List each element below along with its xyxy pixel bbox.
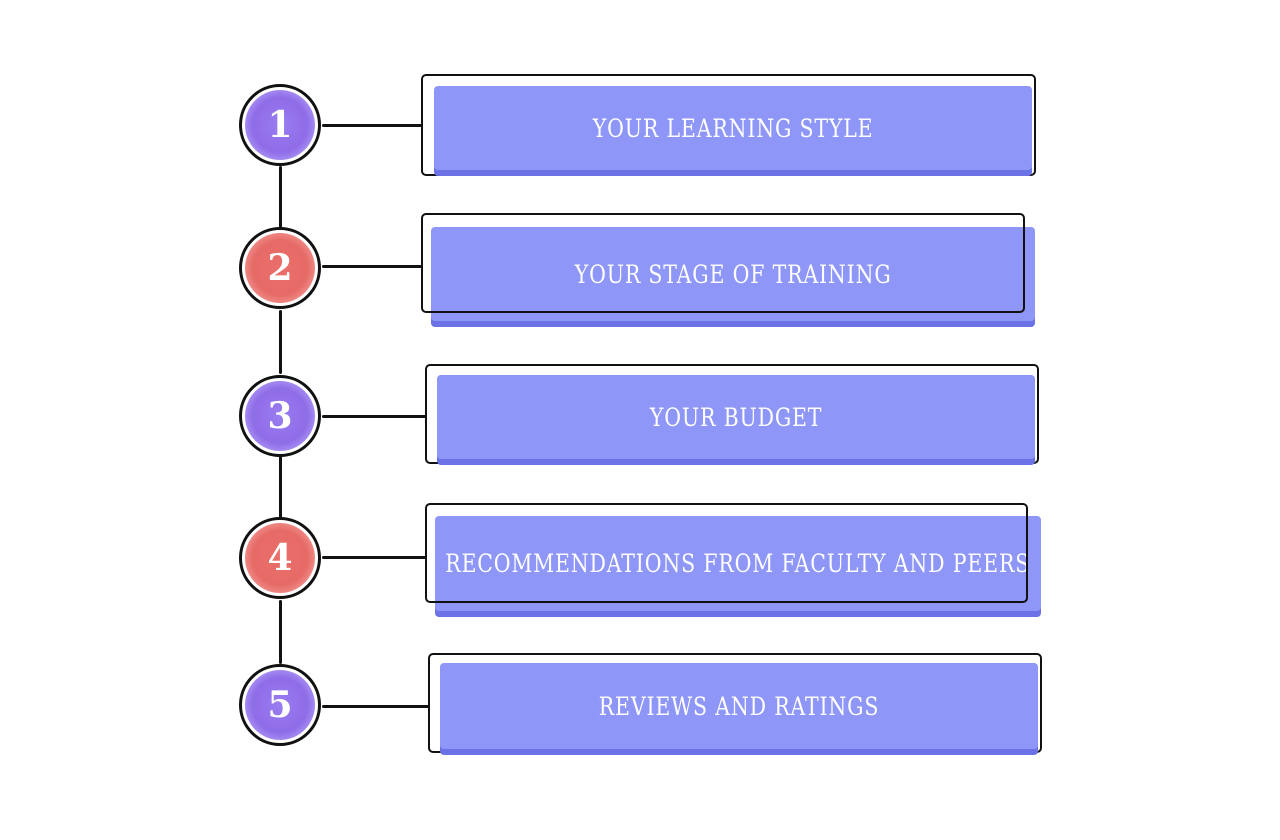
step-2-box-outline [421,213,1025,313]
step-4-number: 4 [245,523,315,593]
step-4-box-outline [425,503,1028,603]
branch-2 [322,265,422,268]
step-1-circle: 1 [239,84,321,166]
branch-5 [322,705,430,708]
step-5-number: 5 [245,670,315,740]
step-1-label: YOUR LEARNING STYLE [592,113,874,143]
step-5-label: REVIEWS AND RATINGS [598,691,880,721]
step-5-circle: 5 [239,664,321,746]
connector-1-2 [279,166,282,228]
branch-3 [322,415,426,418]
step-4-circle: 4 [239,517,321,599]
step-4-label: RECOMMENDATIONS FROM FACULTY AND PEERS [445,549,1031,578]
connector-3-4 [279,456,282,518]
step-3-label: YOUR BUDGET [649,402,823,432]
connector-4-5 [279,600,282,664]
step-2-box-fill: YOUR STAGE OF TRAINING [431,227,1035,321]
step-4-box-fill: RECOMMENDATIONS FROM FACULTY AND PEERS [435,516,1041,611]
connector-2-3 [279,310,282,374]
branch-4 [322,556,426,559]
step-2-circle: 2 [239,227,321,309]
step-3-box-fill: YOUR BUDGET [437,375,1035,459]
step-2-number: 2 [245,233,315,303]
step-1-number: 1 [245,90,315,160]
branch-1 [322,124,422,127]
step-5-box-fill: REVIEWS AND RATINGS [440,663,1038,749]
step-2-label: YOUR STAGE OF TRAINING [574,259,892,289]
step-3-number: 3 [245,381,315,451]
step-3-circle: 3 [239,375,321,457]
step-1-box-fill: YOUR LEARNING STYLE [434,86,1032,170]
